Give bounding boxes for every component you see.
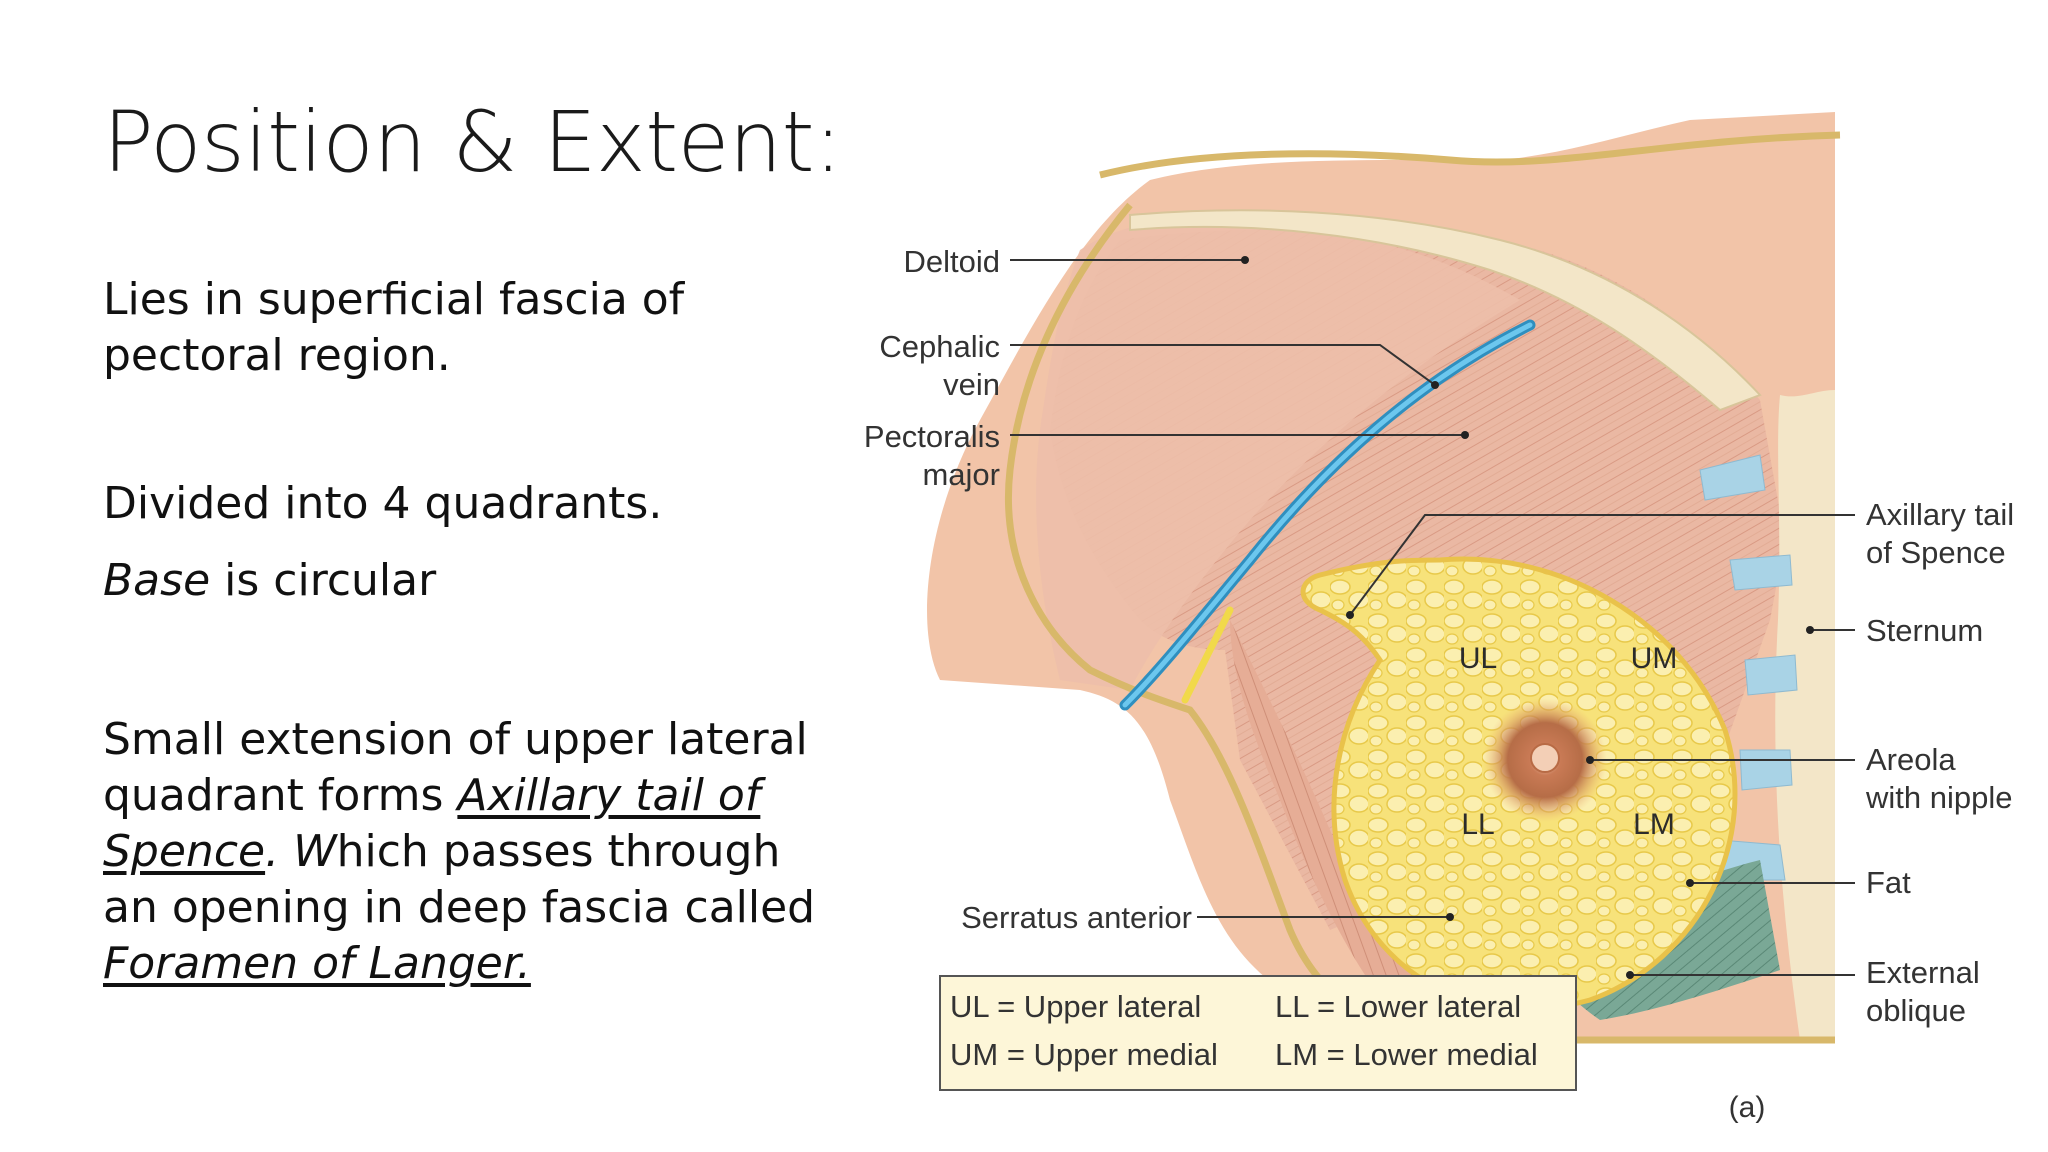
legend-ll: LL = Lower lateral (1275, 989, 1521, 1024)
sternum (1775, 390, 1835, 1040)
deltoid-muscle (1036, 217, 1520, 690)
legend-um: UM = Upper medial (950, 1037, 1218, 1072)
legend-box: UL = Upper lateral LL = Lower lateral UM… (939, 975, 1577, 1091)
label-cephalic-line1: Cephalic (879, 329, 1000, 364)
quadrant-ul: UL (1459, 642, 1497, 675)
quadrant-um: UM (1631, 642, 1678, 675)
para-superficial-fascia: Lies in superficial fascia of pectoral r… (103, 272, 823, 384)
foramen-langer-term: Foramen of Langer. (103, 938, 531, 989)
para4-which-rest: hich passes through an opening in deep f… (103, 826, 816, 933)
breast-anatomy-figure: UL UM LL LM Deltoid Cephalic vein Pector… (840, 100, 2040, 1135)
para4-text: Small extension of upper lateral quadran… (103, 712, 833, 992)
base-word: Base (103, 555, 211, 606)
para2-text: Divided into 4 quadrants. (103, 478, 663, 529)
para4-lead: Small extension of upper lateral quadran… (103, 714, 808, 821)
anatomy-illustration: UL UM LL LM Deltoid Cephalic vein Pector… (864, 112, 2014, 1124)
quadrant-lm: LM (1633, 808, 1675, 841)
label-axillary-line1: Axillary tail (1866, 497, 2014, 532)
label-pectoralis-line1: Pectoralis (864, 419, 1000, 454)
clavicle (1129, 209, 1762, 412)
base-rest: is circular (210, 555, 437, 606)
leader-lines (1010, 259, 1855, 976)
fascia-outline (1099, 131, 1841, 179)
leader-dots (1241, 256, 1814, 979)
para3-text: Base is circular (103, 553, 823, 609)
para-base: Base is circular (103, 553, 823, 609)
label-axillary-line2: of Spence (1866, 535, 2006, 570)
quadrant-ll: LL (1461, 808, 1494, 841)
slide-title: Position & Extent: (103, 93, 842, 191)
legend-lm: LM = Lower medial (1275, 1037, 1538, 1072)
label-pectoralis-line2: major (922, 457, 1000, 492)
thoraco-acromial-vessel (1181, 606, 1234, 704)
figure-caption: (a) (1729, 1091, 1766, 1124)
label-sternum: Sternum (1866, 613, 1983, 648)
cephalic-vein-highlight (1122, 322, 1533, 708)
nipple (1530, 743, 1560, 773)
label-external-line2: oblique (1866, 993, 1966, 1028)
axillary-tail-term: Axillary tail of Spence (103, 770, 761, 877)
legend-ul: UL = Upper lateral (950, 989, 1201, 1024)
para-quadrants: Divided into 4 quadrants. (103, 476, 823, 532)
label-fat: Fat (1866, 865, 1911, 900)
para4-period: . (265, 826, 280, 877)
label-areola-line2: with nipple (1865, 780, 2012, 815)
label-external-line1: External (1866, 955, 1980, 990)
para-axillary-tail: Small extension of upper lateral quadran… (103, 712, 833, 992)
para4-which-w: W (279, 826, 337, 877)
label-serratus: Serratus anterior (961, 900, 1192, 935)
label-deltoid: Deltoid (904, 244, 1001, 279)
label-cephalic-line2: vein (943, 367, 1000, 402)
label-areola-line1: Areola (1866, 742, 1956, 777)
para1-text: Lies in superficial fascia of pectoral r… (103, 274, 685, 381)
